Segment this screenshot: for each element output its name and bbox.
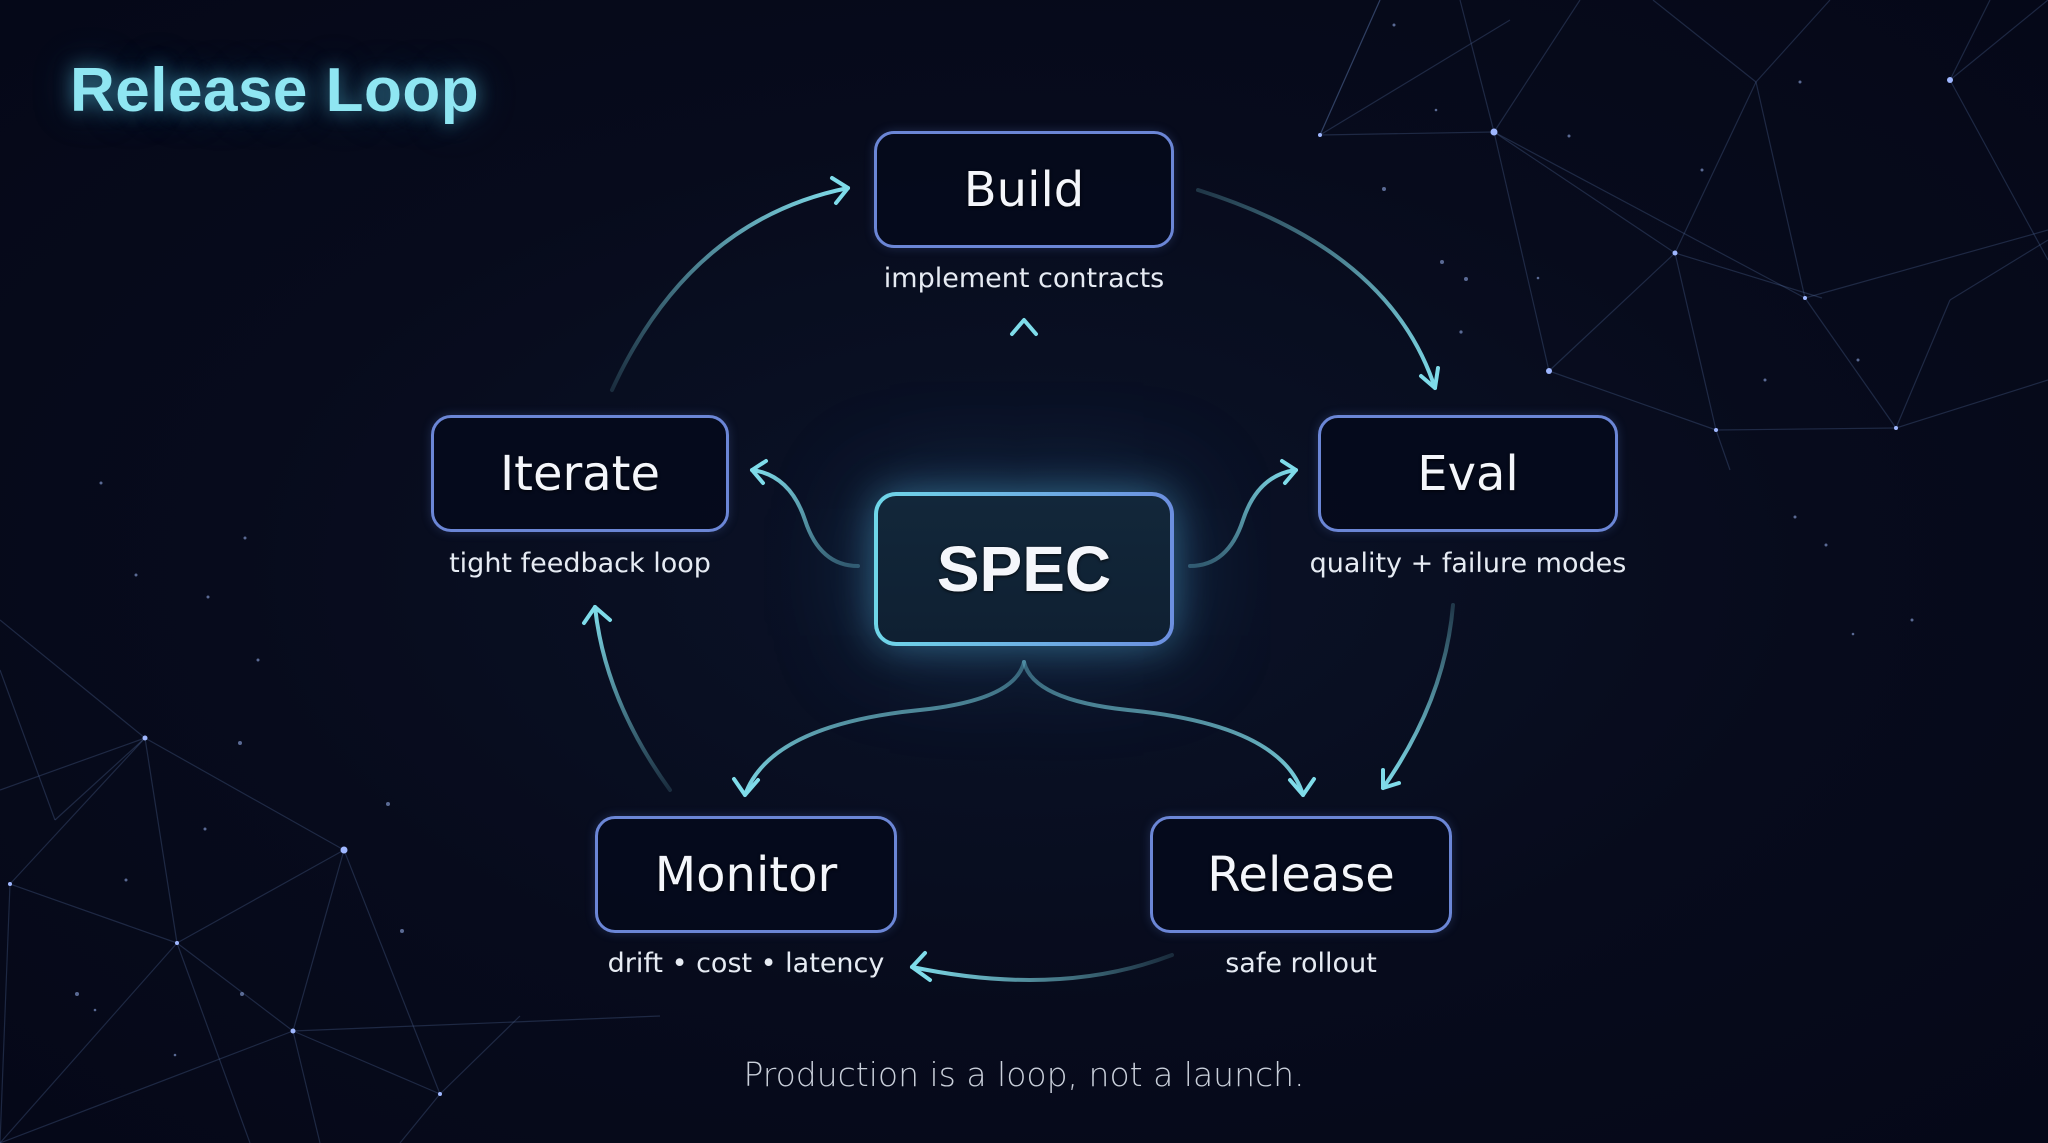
- node-eval-caption: quality + failure modes: [1309, 548, 1627, 579]
- arrowhead-spec-iterate: [750, 459, 768, 485]
- arrowhead-build: [830, 176, 850, 205]
- node-release: Release: [1150, 816, 1452, 933]
- node-release-caption: safe rollout: [1225, 948, 1377, 979]
- node-build-caption: implement contracts: [883, 263, 1165, 294]
- arrow-spec-to-release: [1022, 660, 1305, 797]
- node-spec-label: SPEC: [936, 533, 1112, 605]
- node-release-label: Release: [1207, 846, 1395, 903]
- arrowhead-spec-eval: [1280, 459, 1298, 485]
- node-monitor-label: Monitor: [654, 846, 838, 903]
- arrow-release-to-monitor: [910, 953, 1174, 982]
- node-iterate-caption: tight feedback loop: [449, 548, 711, 579]
- arrow-iterate-to-build: [610, 186, 850, 392]
- node-eval: Eval: [1318, 415, 1618, 532]
- node-monitor-caption: drift • cost • latency: [607, 948, 885, 979]
- arrow-monitor-to-iterate: [593, 605, 672, 792]
- arrowhead-spec-monitor: [732, 777, 760, 797]
- node-build: Build: [874, 131, 1174, 248]
- arrowhead-iterate: [582, 605, 612, 625]
- arrow-eval-to-release: [1381, 603, 1455, 790]
- node-eval-label: Eval: [1417, 445, 1519, 502]
- arrow-spec-to-iterate: [750, 468, 860, 568]
- arrowhead-monitor: [910, 951, 932, 982]
- node-iterate: Iterate: [431, 415, 729, 532]
- node-build-label: Build: [963, 161, 1085, 218]
- arrow-spec-to-monitor: [743, 660, 1026, 797]
- arrow-spec-to-eval: [1188, 468, 1298, 568]
- arrowhead-spec-build: [1010, 318, 1038, 336]
- arrowhead-spec-release: [1288, 777, 1316, 797]
- node-spec: SPEC: [874, 492, 1174, 646]
- arrowhead-release: [1381, 768, 1401, 790]
- arrowhead-eval: [1419, 366, 1440, 390]
- node-iterate-label: Iterate: [499, 445, 660, 502]
- page-title: Release Loop: [70, 56, 480, 125]
- node-monitor: Monitor: [595, 816, 897, 933]
- tagline: Production is a loop, not a launch.: [743, 1055, 1305, 1094]
- arrow-build-to-eval: [1196, 188, 1437, 390]
